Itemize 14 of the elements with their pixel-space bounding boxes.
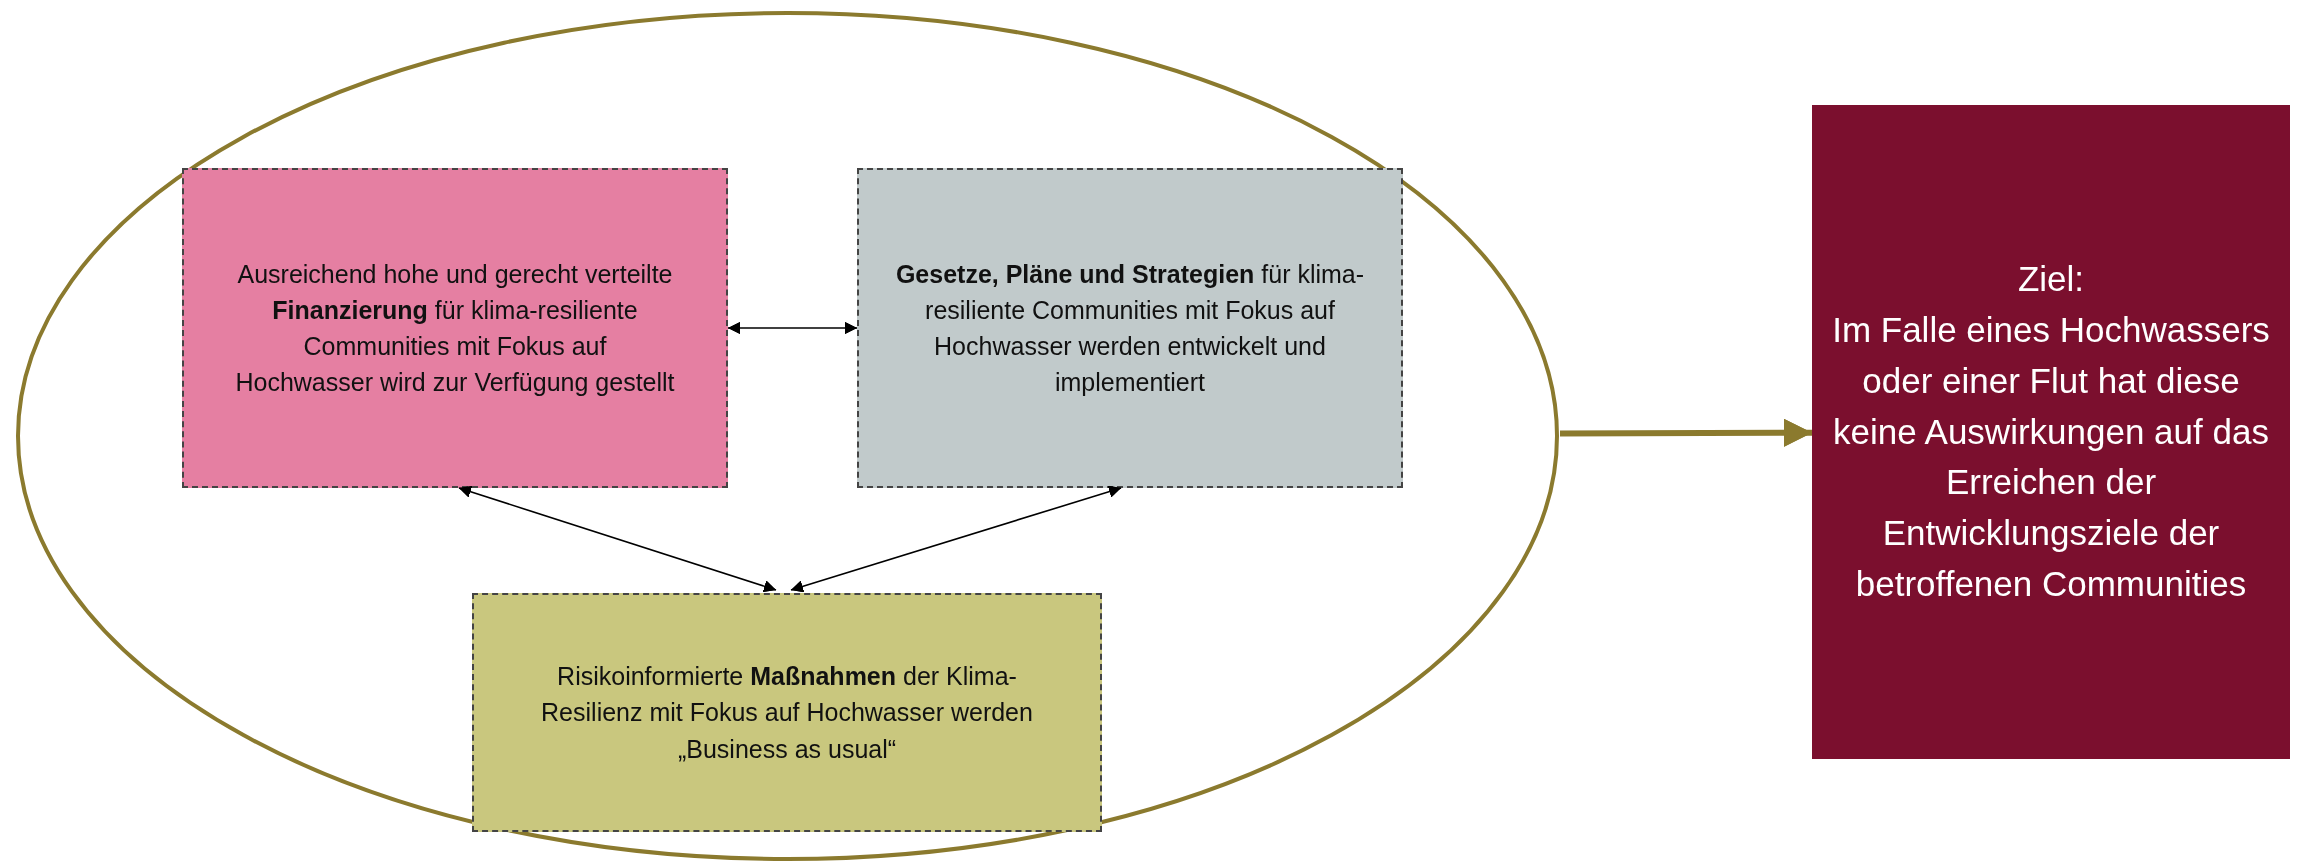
box-text: Gesetze, Pläne und Strategien für klima-resiliente Communities mit Fokus auf Hochwasser werden entwickelt und implementiert bbox=[894, 258, 1366, 399]
arrow bbox=[1559, 418, 1812, 447]
box-text: Im Falle eines Hochwassers oder einer Flut hat diese keine Auswirkungen auf das Erreichen der Entwicklungsziele der betroffenen Communities bbox=[1832, 309, 2270, 605]
arrow bbox=[790, 485, 1122, 593]
arrow bbox=[727, 322, 858, 334]
box-text: Ausreichend hohe und gerecht verteilte Finanzierung für klima-resiliente Communities mit Fokus auf Hochwasser wird zur Verfügung gestellt bbox=[234, 258, 676, 399]
dashed-box bbox=[857, 168, 1403, 488]
heading: Ziel: bbox=[2017, 258, 2085, 301]
arrow bbox=[458, 485, 777, 593]
oval-outline bbox=[15, 10, 1560, 862]
box-text: Risikoinformierte Maßnahmen der Klima-Resilienz mit Fokus auf Hochwasser werden „Business as usual“ bbox=[540, 661, 1034, 765]
dashed-box bbox=[182, 168, 728, 488]
goal-box bbox=[1812, 105, 2290, 759]
dashed-box bbox=[472, 593, 1102, 832]
